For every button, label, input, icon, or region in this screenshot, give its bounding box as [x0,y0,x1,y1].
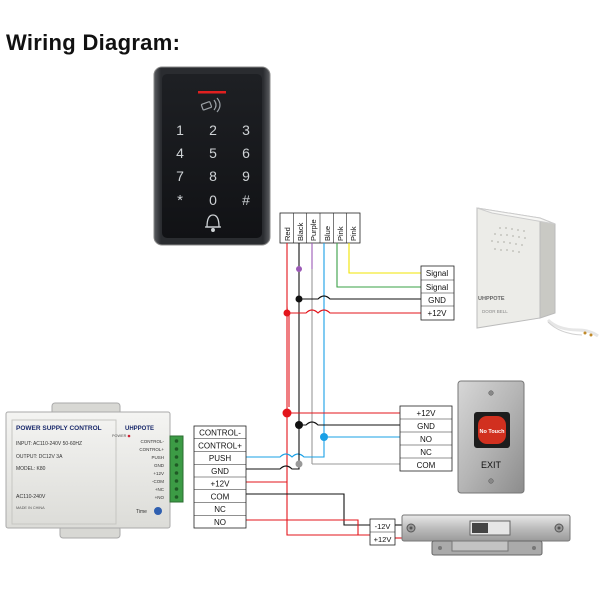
psu-terminal-control-pos: CONTROL+ [198,441,242,450]
lock-terminal-neg-12v: -12V [375,522,391,531]
psu-terminal-12v: +12V [211,480,231,489]
exit-terminal-com: COM [417,461,436,470]
psu-terminal-control-neg: CONTROL- [199,429,241,438]
wire-psu-gnd [246,430,300,470]
psu-title: POWER SUPPLY CONTROL [16,425,102,432]
psu-ac-label: AC110-240V [16,494,46,500]
junction-dots [282,266,328,468]
exit-terminal-nc: NC [420,448,432,457]
bell-icon[interactable] [205,214,221,232]
doorbell-terminal-signal-1: Signal [426,269,448,278]
wire-label-pink-2: Pink [349,226,358,241]
doorbell-terminal-gnd: GND [428,296,446,305]
exit-button-caption: EXIT [481,460,502,470]
key-2[interactable]: 2 [209,122,217,138]
exit-sensor[interactable] [478,416,506,444]
key-star[interactable]: * [177,192,183,209]
psu-terminal-push: PUSH [209,454,231,463]
keypad-keys: 1 2 3 4 5 6 7 8 9 * 0 # [176,122,250,209]
junction-blue-exit [320,433,328,441]
doorbell-terminal-signal-2: Signal [426,283,448,292]
doorbell-terminals: Signal Signal GND +12V [420,265,455,321]
wire-label-blue: Blue [323,226,332,241]
psu-time-knob[interactable] [154,507,162,515]
power-supply: POWER SUPPLY CONTROL UHPPOTE INPUT: AC11… [5,402,184,539]
wire-signal-green [336,243,421,288]
rfid-icon [200,97,221,113]
exit-terminals: +12V GND NO NC COM [399,405,453,472]
psu-terminal-block[interactable] [169,435,184,503]
psu-brand: UHPPOTE [125,426,154,432]
junction-black-exit [295,421,303,429]
junction-red-bell [283,309,291,317]
psu-terminal-nc: NC [214,505,226,514]
wire-label-purple: Purple [309,219,318,241]
junction-purple [296,266,302,272]
exit-button-face-label: No Touch [480,429,506,435]
psu-power-led [127,434,131,438]
junction-black-bell [295,295,303,303]
key-6[interactable]: 6 [242,145,250,161]
psu-time-label: Time [136,509,147,515]
psu-model: MODEL: K80 [16,466,46,472]
exit-terminal-no: NO [420,435,432,444]
psu-output: OUTPUT: DC12V 3A [16,454,63,460]
psu-side-control-neg: CONTROL- [141,439,165,444]
page-title: Wiring Diagram: [6,30,181,55]
doorbell: UHPPOTE DOOR BELL [476,207,599,338]
exit-button: No Touch EXIT [457,380,525,494]
psu-terminal-gnd: GND [211,467,229,476]
psu-side-no: +NO [155,495,165,500]
doorbell-model: DOOR BELL [482,309,508,314]
key-0[interactable]: 0 [209,192,217,208]
wire-psu-com [246,493,370,526]
wire-psu-push [246,437,325,458]
psu-terminal-com: COM [211,492,230,501]
psu-input: INPUT: AC110-240V 50-60HZ [16,441,82,447]
key-9[interactable]: 9 [242,168,250,184]
wire-bell-gnd [299,295,421,300]
wire-bell-12v [287,309,421,314]
psu-side-12v: +12V [153,471,164,476]
electric-strike-lock [401,514,571,556]
speaker-grille [491,227,526,253]
wire-exit-gnd [299,421,400,426]
doorbell-brand: UHPPOTE [478,296,505,302]
wires [246,243,421,539]
key-7[interactable]: 7 [176,168,184,184]
key-5[interactable]: 5 [209,145,217,161]
psu-made-in: MADE IN CHINA [16,506,45,510]
key-1[interactable]: 1 [176,122,184,138]
psu-power-led-label: POWER [112,434,127,438]
psu-side-push: PUSH [151,455,164,460]
psu-terminal-no: NO [214,518,226,527]
psu-side-gnd: GND [154,463,165,468]
wire-label-black: Black [296,222,305,241]
wire-psu-no [246,519,359,535]
exit-terminal-gnd: GND [417,422,435,431]
key-hash[interactable]: # [242,192,250,208]
status-led [198,91,226,94]
wire-label-red: Red [283,227,292,241]
wire-label-pink-1: Pink [336,226,345,241]
psu-side-control-pos: CONTROL+ [139,447,164,452]
junction-gray-exit [295,460,303,468]
lock-terminal-pos-12v: +12V [374,535,392,544]
psu-side-com: -COM [152,479,164,484]
lock-terminals: -12V +12V [369,518,396,546]
wire-color-labels: Red Black Purple Blue Pink Pink [279,212,361,244]
wire-signal-yellow [348,243,421,274]
key-8[interactable]: 8 [209,168,217,184]
exit-terminal-12v: +12V [417,409,437,418]
psu-terminals: CONTROL- CONTROL+ PUSH GND +12V COM NC N… [193,425,247,529]
keypad: 1 2 3 4 5 6 7 8 9 * 0 # [153,66,271,246]
key-3[interactable]: 3 [242,122,250,138]
key-4[interactable]: 4 [176,145,184,161]
psu-side-nc: +NC [155,487,165,492]
doorbell-terminal-12v: +12V [428,309,448,318]
junction-red-exit [282,408,292,418]
